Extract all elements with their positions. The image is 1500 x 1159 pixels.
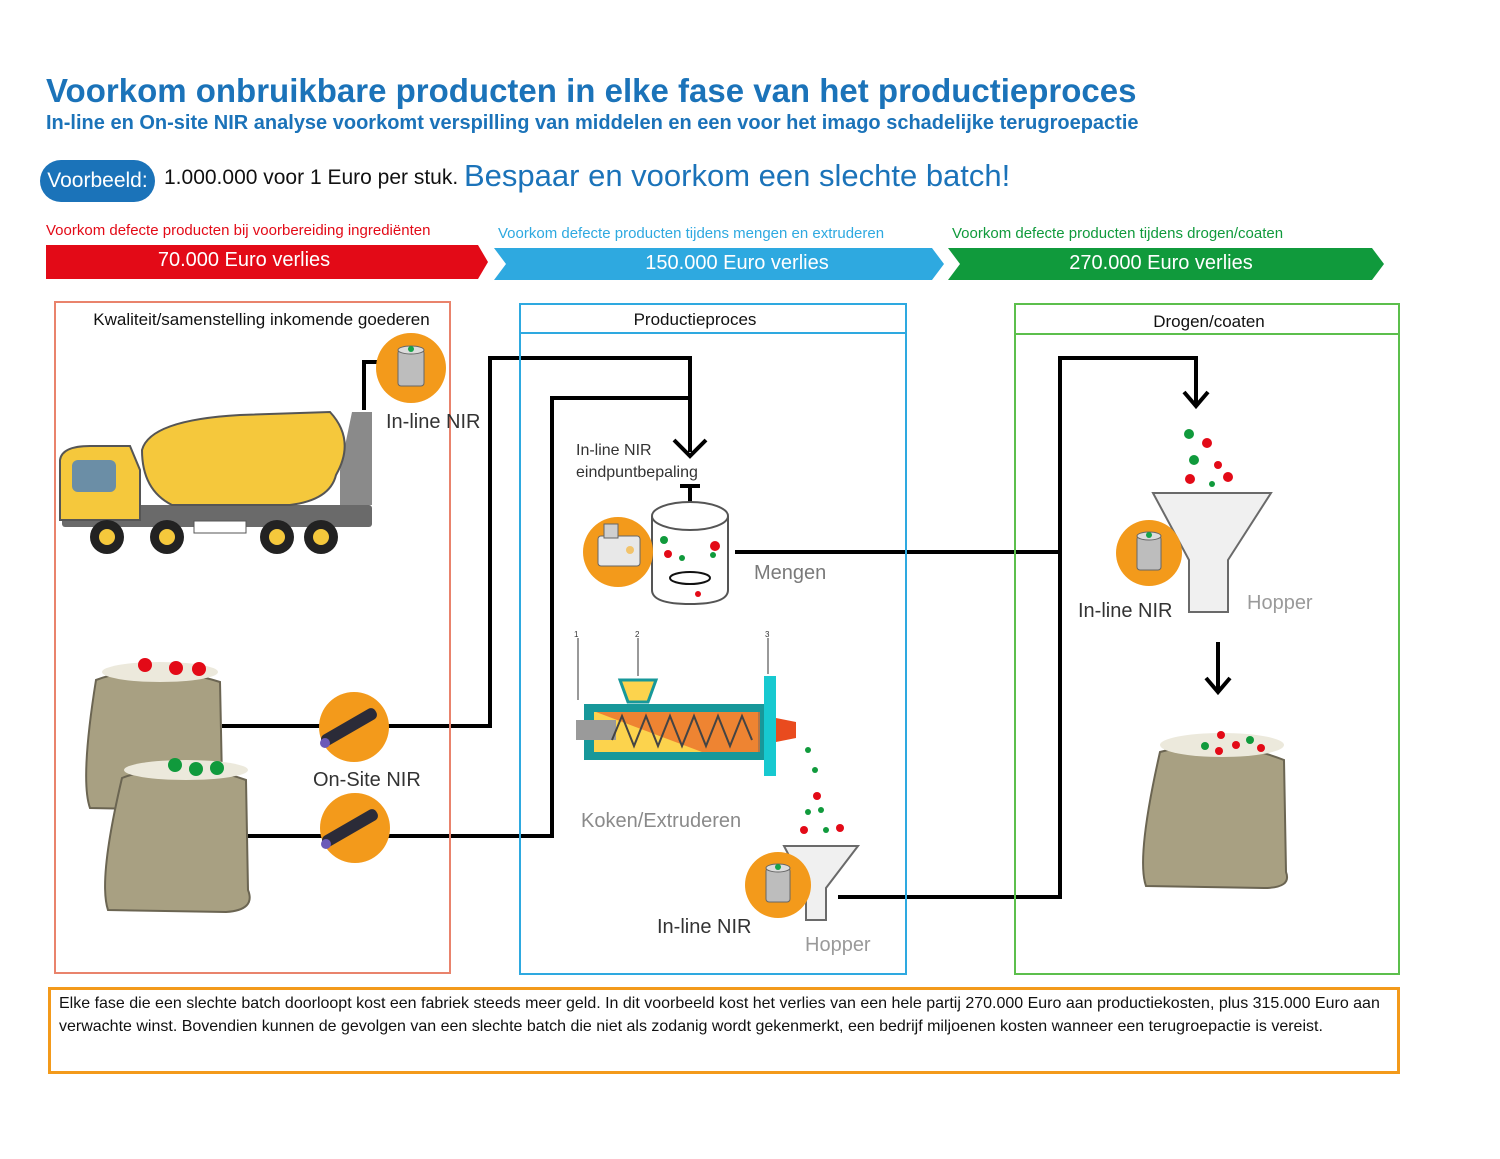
drying-title: Drogen/coaten	[1153, 312, 1265, 331]
stage-label-ingredients: Voorkom defecte producten bij voorbereid…	[46, 222, 431, 239]
stage-label-mixing: Voorkom defecte producten tijdens mengen…	[498, 225, 885, 242]
label-inline-nir-endpoint-1: In-line NIR	[576, 442, 652, 459]
label-inline-nir-truck: In-line NIR	[386, 411, 481, 433]
page-subtitle: In-line en On-site NIR analyse voorkomt …	[46, 112, 1139, 134]
extruder-illustration	[576, 638, 844, 834]
truck-illustration	[59, 410, 372, 554]
stage-loss-drying: 270.000 Euro verlies	[1069, 252, 1253, 274]
example-text: 1.000.000 voor 1 Euro per stuk.	[164, 166, 459, 189]
sensor-icon-hopper-drying	[1116, 520, 1182, 586]
stage-arrow-ingredients	[46, 245, 488, 279]
production-box-header	[519, 303, 907, 334]
drying-box	[1014, 303, 1400, 975]
label-hopper-production: Hopper	[805, 934, 871, 956]
label-hopper-drying: Hopper	[1247, 592, 1313, 614]
extruder-mark-1: 1	[574, 630, 579, 639]
sensor-icon-mixer	[583, 517, 653, 587]
incoming-goods-title: Kwaliteit/samenstelling inkomende goeder…	[93, 310, 430, 329]
stage-loss-ingredients: 70.000 Euro verlies	[157, 249, 331, 271]
sack-illustration-2	[104, 758, 251, 914]
extruder-mark-2: 2	[635, 630, 640, 639]
mixer-illustration	[651, 501, 729, 606]
extruder-mark-3: 3	[765, 630, 770, 639]
production-title: Productieproces	[633, 310, 757, 329]
hopper-shape-drying	[1151, 429, 1273, 613]
sensor-icon-inline-truck	[376, 333, 446, 403]
stage-arrow-mixing	[494, 248, 944, 280]
sensor-icon-hopper-production	[745, 852, 811, 918]
incoming-goods-box	[54, 301, 451, 974]
production-box	[519, 303, 907, 975]
drying-box-header	[1014, 303, 1400, 335]
sensor-icon-onsite-2	[320, 793, 390, 863]
label-inline-nir-endpoint-2: eindpuntbepaling	[576, 464, 698, 481]
example-badge: Voorbeeld:	[40, 160, 155, 202]
sack-illustration-output	[1142, 731, 1288, 890]
sensor-icon-onsite-1	[319, 692, 389, 762]
label-mixing: Mengen	[754, 562, 827, 584]
label-extruding: Koken/Extruderen	[581, 810, 742, 832]
stage-arrow-drying	[948, 248, 1384, 280]
stage-label-drying: Voorkom defecte producten tijdens drogen…	[952, 225, 1284, 242]
stage-loss-mixing: 150.000 Euro verlies	[645, 252, 829, 274]
explanation-note: Elke fase die een slechte batch doorloop…	[48, 987, 1400, 1074]
label-inline-nir-hopper-production: In-line NIR	[657, 916, 752, 938]
page-title: Voorkom onbruikbare producten in elke fa…	[46, 72, 1137, 109]
slogan: Bespaar en voorkom een slechte batch!	[464, 158, 1011, 193]
label-onsite-nir: On-Site NIR	[313, 769, 421, 791]
label-inline-nir-hopper-drying: In-line NIR	[1078, 600, 1173, 622]
